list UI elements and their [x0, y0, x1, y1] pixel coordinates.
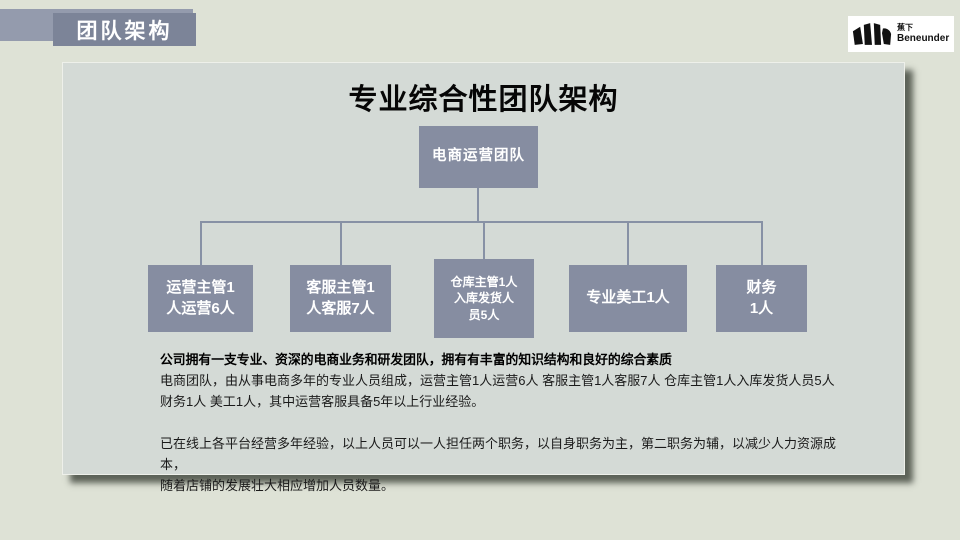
org-box-customer-service: 客服主管1 人客服7人	[290, 265, 391, 332]
description-line: 已在线上各平台经营多年经验，以上人员可以一人担任两个职务，以自身职务为主，第二职…	[160, 436, 837, 472]
org-box-line: 员5人	[468, 307, 500, 322]
connector-drop-1	[200, 223, 202, 265]
paragraph-gap	[160, 412, 850, 433]
description-text-block: 公司拥有一支专业、资深的电商业务和研发团队，拥有有丰富的知识结构和良好的综合素质…	[160, 349, 850, 496]
description-line: 财务1人 美工1人，其中运营客服具备5年以上行业经验。	[160, 394, 485, 409]
card-title: 专业综合性团队架构	[348, 84, 619, 116]
org-box-root-label: 电商运营团队	[432, 148, 525, 165]
connector-horizontal	[200, 221, 763, 223]
description-line: 随着店铺的发展壮大相应增加人员数量。	[160, 478, 395, 493]
connector-root-vertical	[477, 188, 479, 222]
brand-logo: 蕉下 Beneunder	[848, 16, 954, 52]
logo-cn-text: 蕉下	[897, 23, 913, 33]
org-box-warehouse: 仓库主管1人 入库发货人 员5人	[434, 259, 534, 338]
beneunder-leaf-fan-icon	[852, 23, 892, 45]
org-box-root: 电商运营团队	[419, 126, 538, 188]
logo-en-text: Beneunder	[897, 32, 950, 44]
connector-drop-2	[340, 223, 342, 265]
org-box-finance: 财务 1人	[716, 265, 807, 332]
page-title: 团队架构	[53, 13, 196, 46]
connector-drop-3	[483, 223, 485, 265]
org-box-line: 仓库主管1人	[450, 275, 518, 290]
connector-drop-4	[627, 223, 629, 265]
org-box-line: 专业美工1人	[586, 289, 670, 307]
org-box-line: 财务	[746, 279, 777, 297]
logo-wordmark: 蕉下 Beneunder	[897, 23, 950, 44]
org-box-line: 人运营6人	[166, 299, 235, 317]
description-line: 电商团队，由从事电商多年的专业人员组成，运营主管1人运营6人 客服主管1人客服7…	[160, 373, 835, 388]
org-box-line: 入库发货人	[453, 291, 514, 306]
org-box-line: 运营主管1	[166, 279, 235, 297]
org-box-line: 1人	[749, 299, 774, 317]
org-box-line: 人客服7人	[306, 299, 375, 317]
slide-card: 专业综合性团队架构 电商运营团队 运营主管1 人运营6人 客服主管1 人客服7人…	[62, 62, 905, 493]
org-box-designer: 专业美工1人	[569, 265, 687, 332]
org-box-line: 客服主管1	[306, 279, 375, 297]
org-box-operations: 运营主管1 人运营6人	[148, 265, 253, 332]
connector-drop-5	[761, 223, 763, 265]
description-heading: 公司拥有一支专业、资深的电商业务和研发团队，拥有有丰富的知识结构和良好的综合素质	[160, 352, 672, 367]
